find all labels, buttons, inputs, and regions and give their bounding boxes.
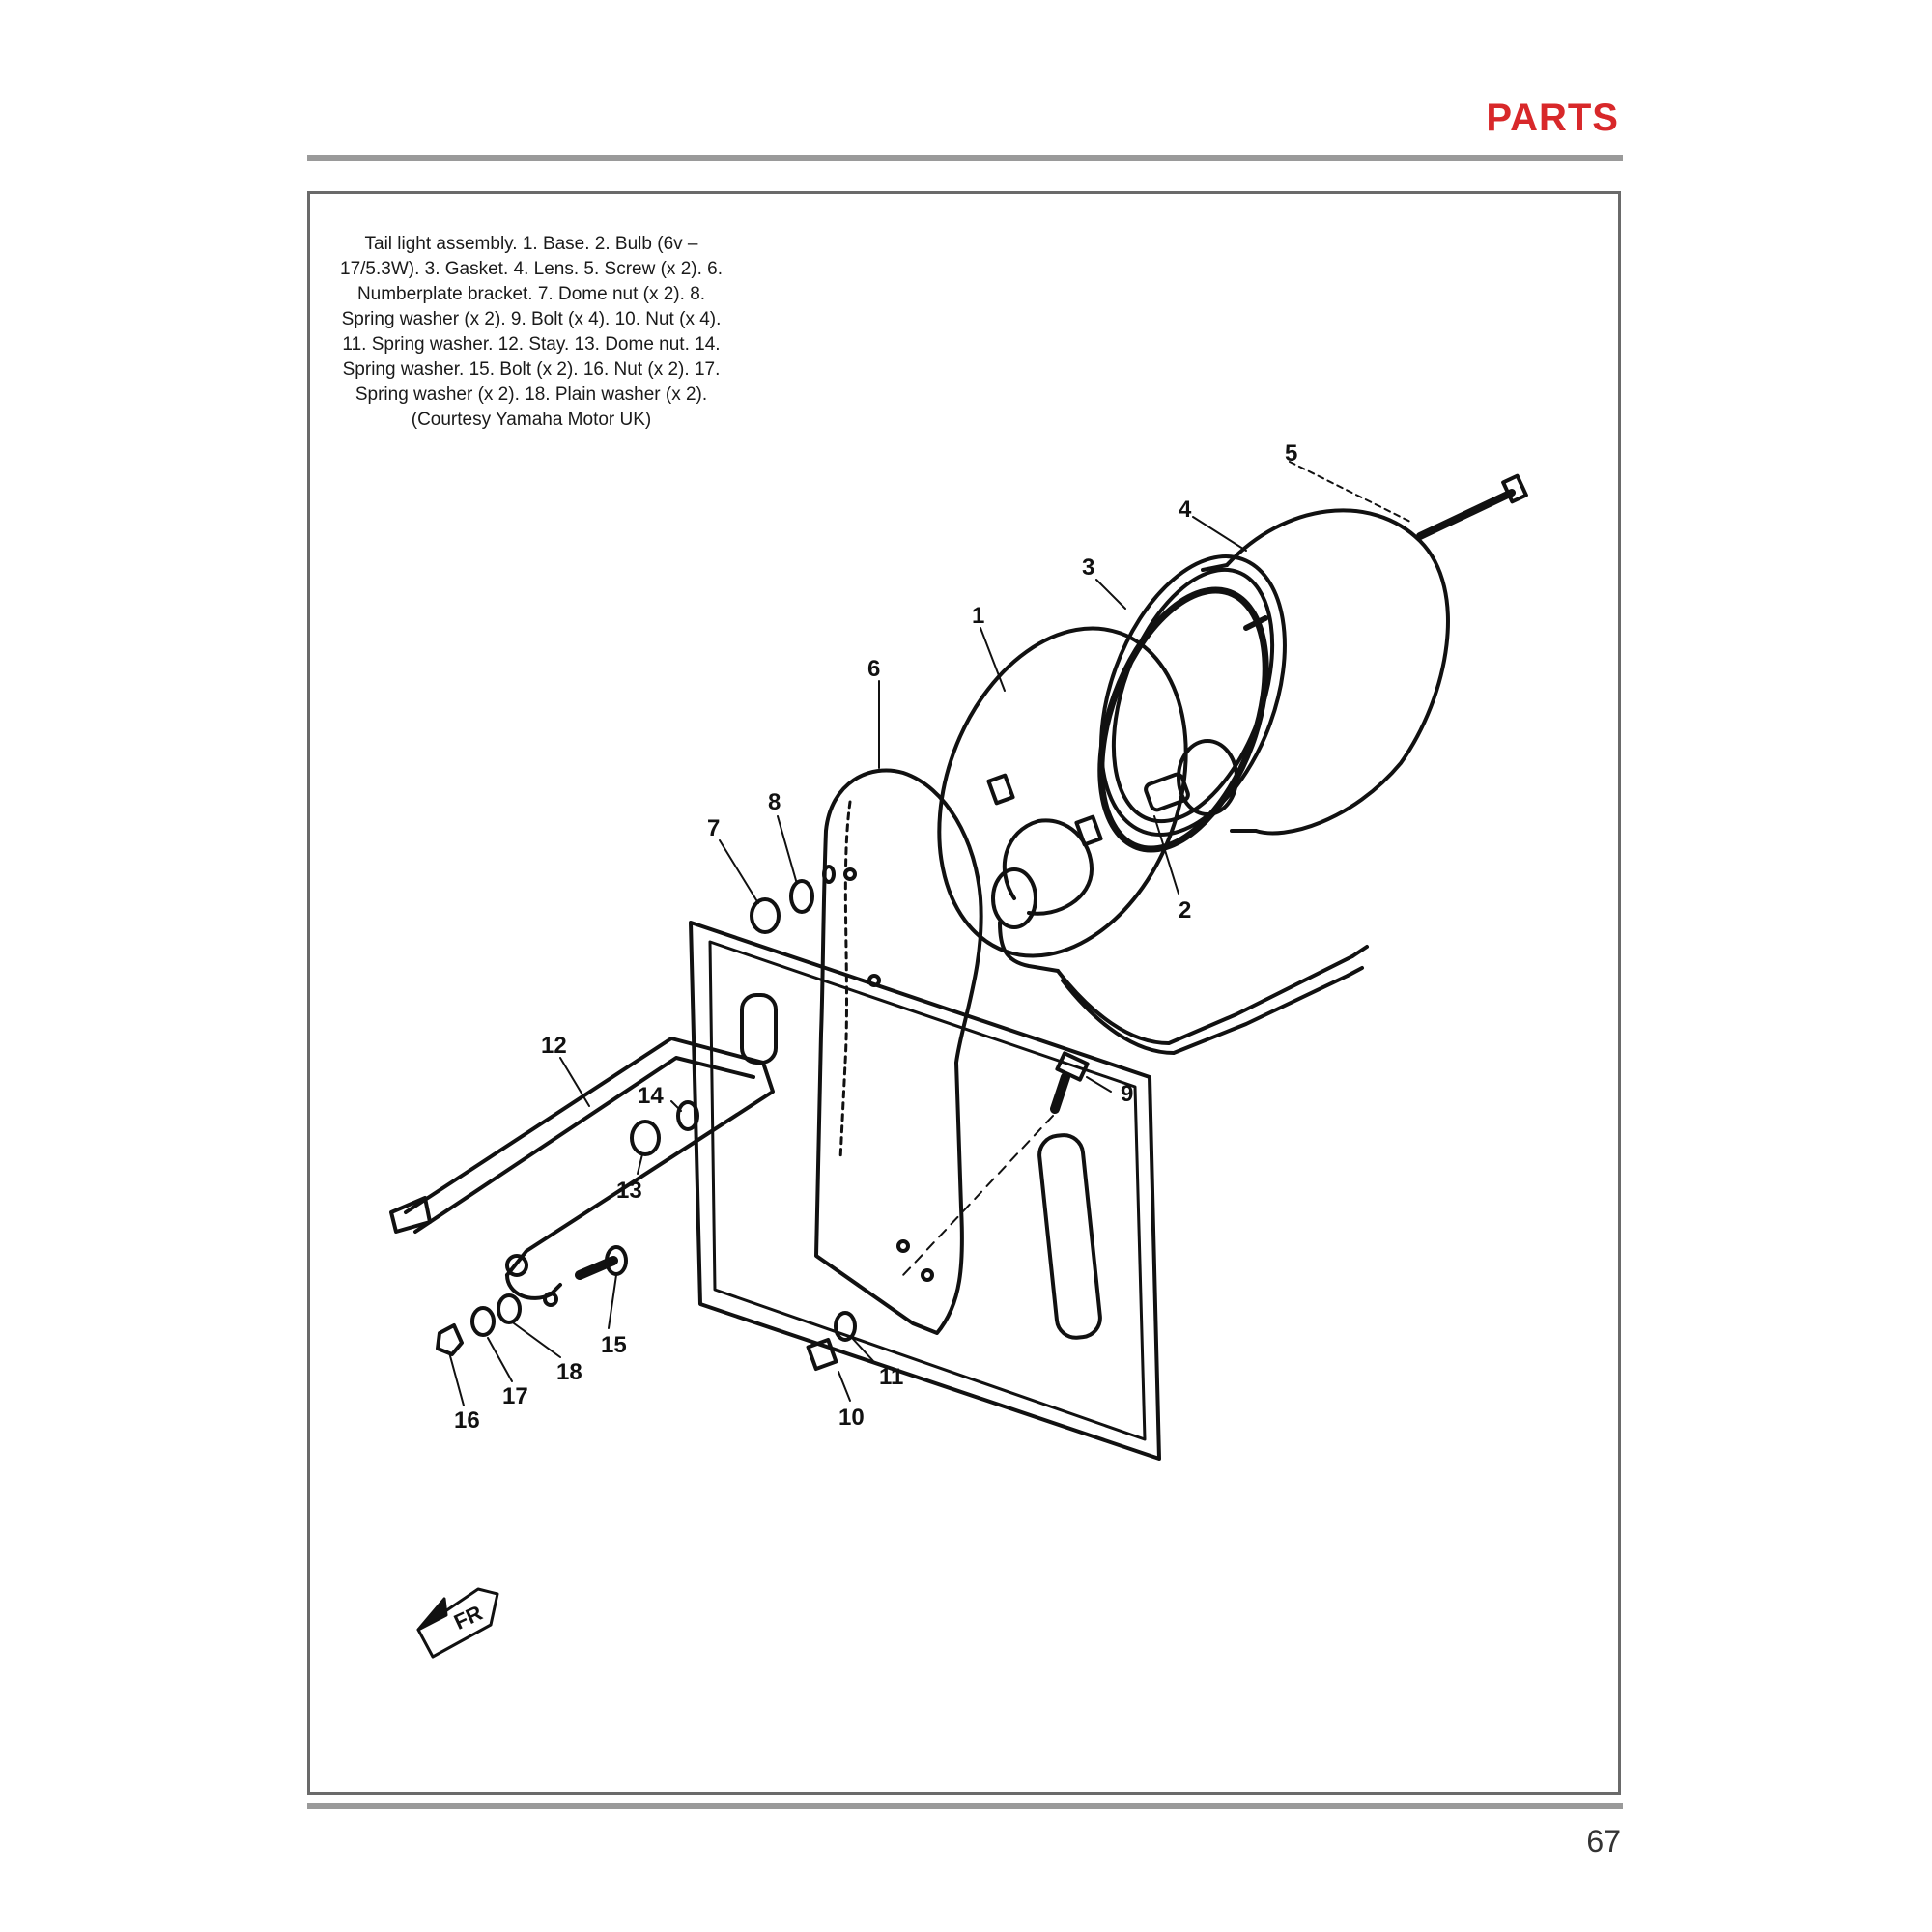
page-number: 67 <box>1586 1824 1621 1859</box>
callout-leaders <box>448 461 1411 1406</box>
bolt-stay <box>575 1245 628 1280</box>
stay-part <box>389 1037 775 1307</box>
wire-leads <box>1056 945 1369 1055</box>
footer-rule <box>307 1803 1623 1809</box>
nut-and-washer-lower <box>806 1311 857 1372</box>
callout-9: 9 <box>1121 1081 1133 1107</box>
callout-4: 4 <box>1179 497 1192 523</box>
nut-washers-stay <box>436 1293 522 1356</box>
callout-17: 17 <box>502 1383 528 1409</box>
callout-18: 18 <box>556 1359 582 1385</box>
figure-frame <box>307 191 1621 1795</box>
callout-14: 14 <box>638 1083 664 1109</box>
callout-3: 3 <box>1082 554 1094 581</box>
figure-caption: Tail light assembly. 1. Base. 2. Bulb (6… <box>340 234 723 430</box>
fr-direction-arrow <box>416 1587 499 1659</box>
callout-2: 2 <box>1179 897 1191 923</box>
callout-11: 11 <box>879 1364 903 1390</box>
number-plate-part <box>689 921 1161 1461</box>
callout-6: 6 <box>867 656 880 682</box>
callout-7: 7 <box>707 815 720 841</box>
callout-5: 5 <box>1285 440 1297 467</box>
callout-16: 16 <box>454 1407 480 1434</box>
dome-nut-and-washer <box>750 865 836 934</box>
header-rule <box>307 155 1623 161</box>
callout-1: 1 <box>972 603 984 629</box>
callout-13: 13 <box>616 1178 642 1204</box>
lens-part <box>1099 508 1450 837</box>
callout-10: 10 <box>838 1405 865 1431</box>
section-title: PARTS <box>1486 97 1619 139</box>
gasket-part <box>1097 586 1269 853</box>
callout-8: 8 <box>768 789 781 815</box>
dome-nut-and-washer-stay <box>630 1100 699 1156</box>
callout-15: 15 <box>601 1332 627 1358</box>
screw-part <box>1416 473 1528 540</box>
bolt-part <box>902 1051 1090 1276</box>
numberplate-bracket-part <box>814 768 983 1335</box>
base-part <box>937 626 1188 973</box>
callout-12: 12 <box>541 1033 567 1059</box>
